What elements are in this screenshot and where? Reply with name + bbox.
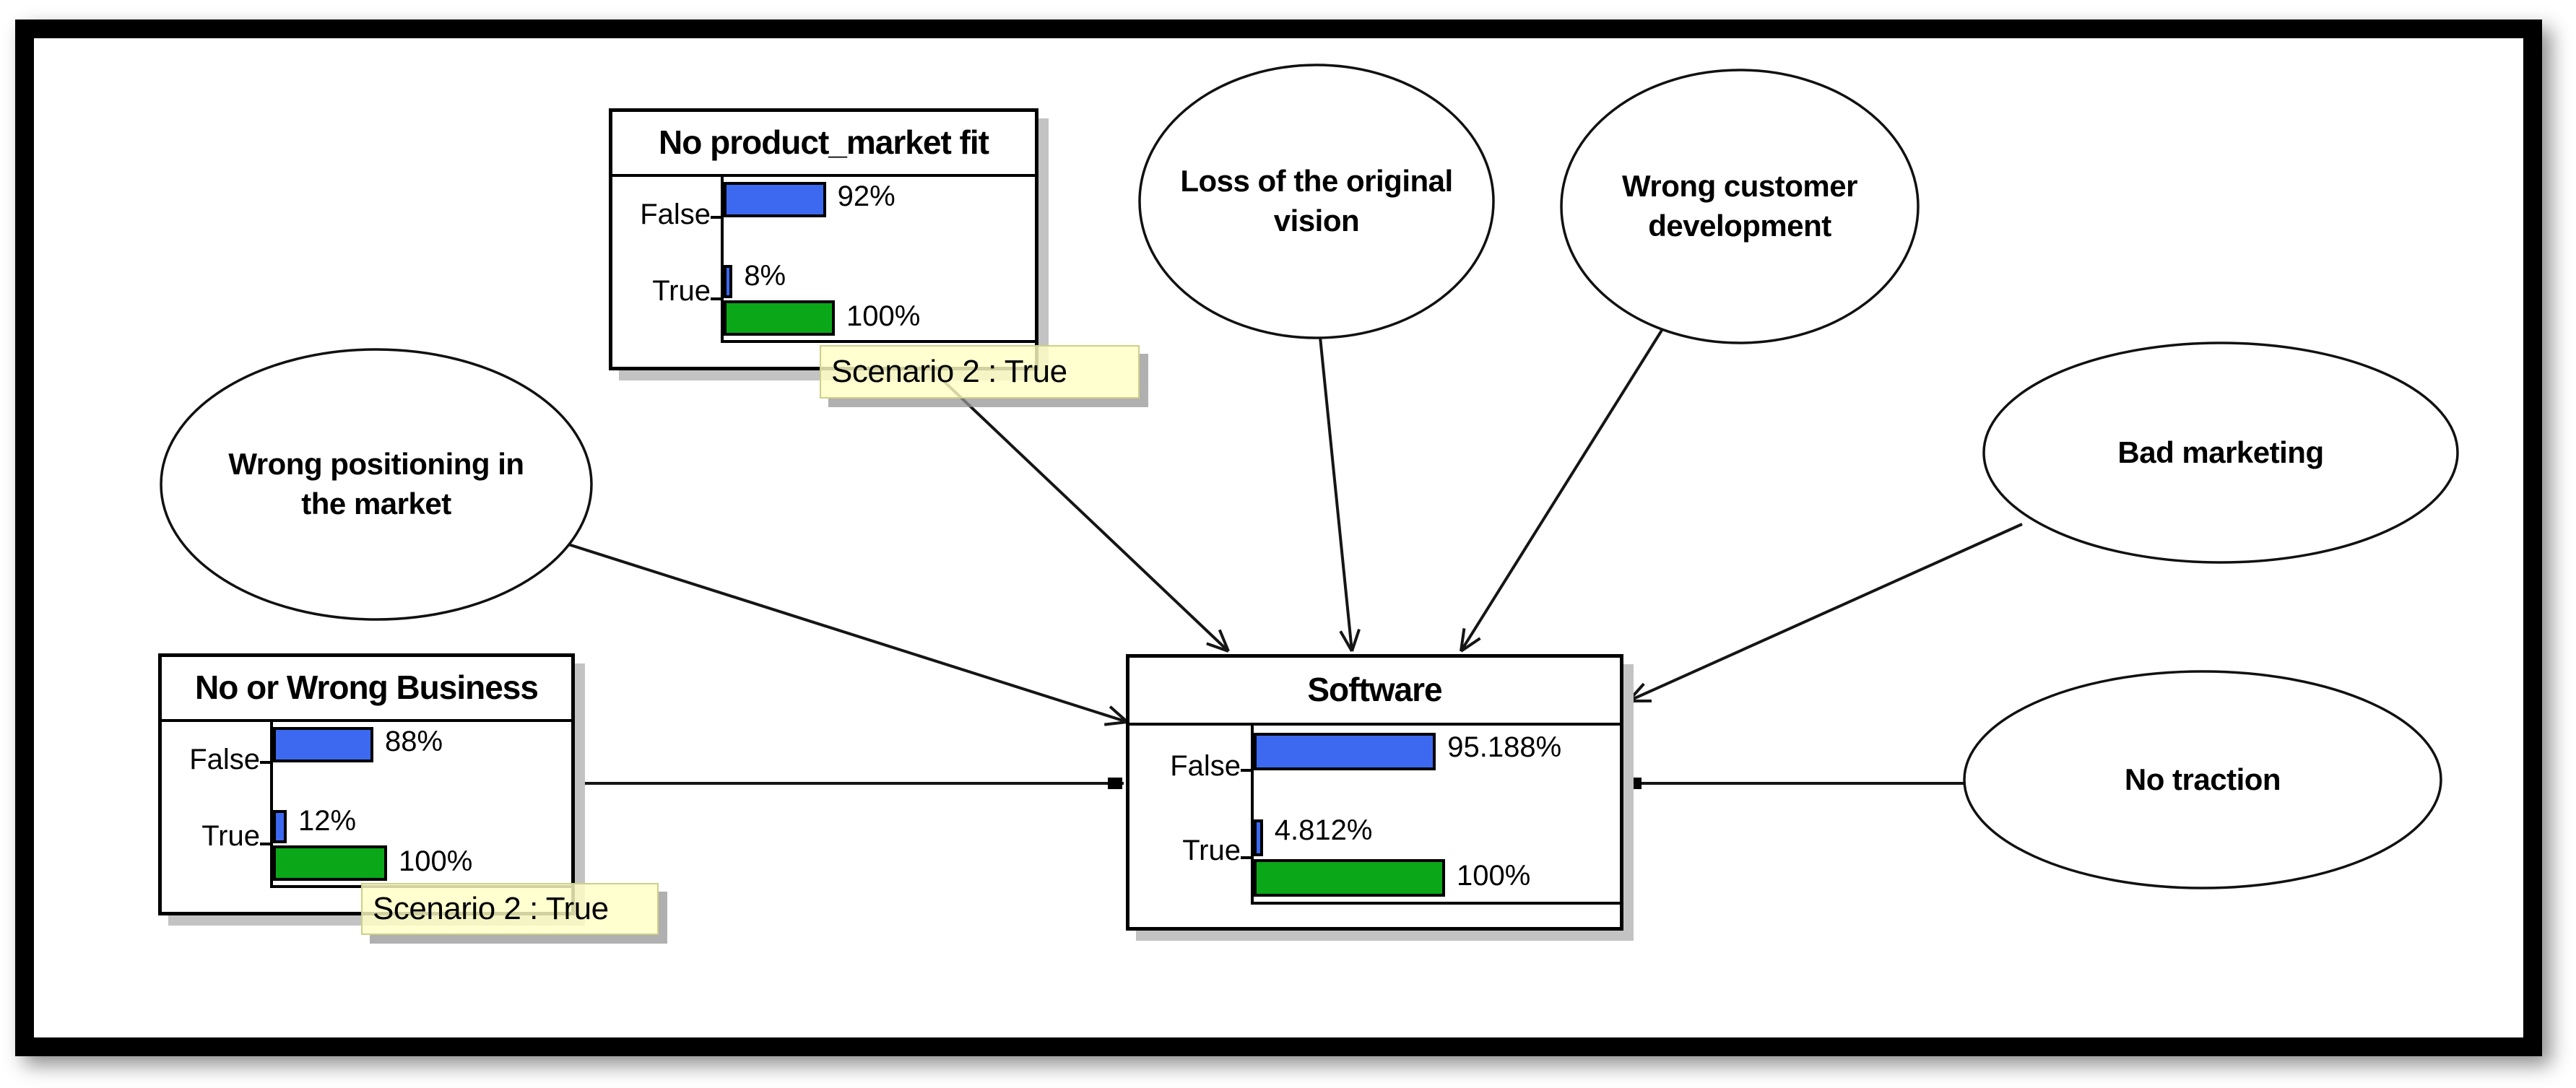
node-no-product-market-fit[interactable]: No product_market fit False 92% True 8% … xyxy=(609,108,1038,370)
ellipse-label-no-traction: No traction xyxy=(2124,762,2281,796)
evidence-tooltip-text: Scenario 2 : True xyxy=(831,354,1067,389)
probability-bar-true xyxy=(724,265,733,298)
state-label-false: False xyxy=(189,744,260,775)
probability-value-true: 12% xyxy=(298,805,357,837)
node-title: Software xyxy=(1307,671,1442,708)
node-software[interactable]: Software False 95.188% True 4.812% 100% xyxy=(1126,654,1623,931)
ellipse-wrong-customer-development[interactable] xyxy=(1560,69,1920,344)
axis-tick xyxy=(1241,769,1251,772)
probability-bar-false xyxy=(724,182,826,217)
axis-tick xyxy=(711,297,721,300)
title-separator xyxy=(162,719,571,722)
probability-bar-true xyxy=(273,810,287,843)
scenario-value-true: 100% xyxy=(399,845,473,877)
probability-value-false: 95.188% xyxy=(1447,731,1562,763)
chart-baseline xyxy=(721,340,1035,343)
axis-tick xyxy=(1241,856,1251,859)
arrowhead xyxy=(1218,629,1230,652)
ellipse-label-wrong-customer-development: Wrong customer development xyxy=(1622,169,1857,243)
axis-tick xyxy=(711,216,721,219)
node-title: No product_market fit xyxy=(659,123,989,161)
arrowhead xyxy=(1460,628,1466,652)
edge-bad-marketing-to-software[interactable] xyxy=(1628,523,2023,702)
probability-bar-true xyxy=(1254,819,1263,856)
axis-tick xyxy=(260,843,270,845)
selection-handle[interactable] xyxy=(1627,778,1642,789)
selection-handle[interactable] xyxy=(1108,778,1122,789)
probability-value-true: 4.812% xyxy=(1274,814,1373,846)
arrowhead xyxy=(1103,721,1128,726)
edge-loss-of-original-vision-to-software[interactable] xyxy=(1319,336,1353,652)
state-label-true: True xyxy=(652,275,711,307)
ellipse-no-traction[interactable] xyxy=(1963,670,2442,889)
node-no-or-wrong-business[interactable]: No or Wrong Business False 88% True 12% … xyxy=(158,653,575,915)
title-separator xyxy=(1129,723,1620,726)
edge-wrong-customer-development-to-software[interactable] xyxy=(1460,328,1664,653)
chart-axis xyxy=(270,722,273,888)
arrowhead xyxy=(1206,642,1229,653)
probability-value-false: 92% xyxy=(837,180,895,212)
state-label-false: False xyxy=(1170,750,1241,782)
title-separator xyxy=(612,174,1035,177)
state-label-true: True xyxy=(201,820,260,852)
scenario-bar-true xyxy=(724,300,835,336)
arrowhead xyxy=(1460,637,1481,653)
evidence-tooltip-no-product-market-fit: Scenario 2 : True xyxy=(820,345,1140,399)
probability-bar-false xyxy=(1254,733,1436,770)
scenario-bar-true xyxy=(273,845,387,881)
evidence-tooltip-no-or-wrong-business: Scenario 2 : True xyxy=(361,883,659,935)
probability-value-true: 8% xyxy=(744,260,786,292)
evidence-tooltip-text: Scenario 2 : True xyxy=(373,891,609,926)
ellipse-label-bad-marketing: Bad marketing xyxy=(2117,435,2324,469)
edge-no-product-market-fit-to-software[interactable] xyxy=(931,369,1230,653)
chart-axis xyxy=(721,177,724,343)
chart-axis xyxy=(1251,726,1254,903)
ellipse-wrong-positioning[interactable] xyxy=(160,348,593,621)
edge-wrong-positioning-to-software[interactable] xyxy=(568,543,1128,723)
scenario-bar-true xyxy=(1254,859,1445,897)
probability-bar-false xyxy=(273,727,374,762)
ellipse-label-wrong-positioning: Wrong positioning in the market xyxy=(228,447,524,521)
chart-baseline xyxy=(1251,902,1620,905)
arrowhead xyxy=(1339,630,1353,652)
arrowhead xyxy=(1627,682,1645,702)
state-label-false: False xyxy=(640,199,711,230)
node-title: No or Wrong Business xyxy=(195,669,539,706)
ellipse-bad-marketing[interactable] xyxy=(1982,341,2459,564)
ellipse-loss-of-original-vision[interactable] xyxy=(1138,64,1495,339)
arrowhead xyxy=(1109,705,1129,723)
scenario-value-true: 100% xyxy=(1457,860,1531,892)
axis-tick xyxy=(260,761,270,764)
state-label-true: True xyxy=(1182,835,1241,866)
ellipse-label-loss-of-original-vision: Loss of the original vision xyxy=(1180,164,1453,238)
arrowhead xyxy=(1350,628,1361,652)
probability-value-false: 88% xyxy=(385,726,443,757)
scenario-value-true: 100% xyxy=(846,300,921,332)
